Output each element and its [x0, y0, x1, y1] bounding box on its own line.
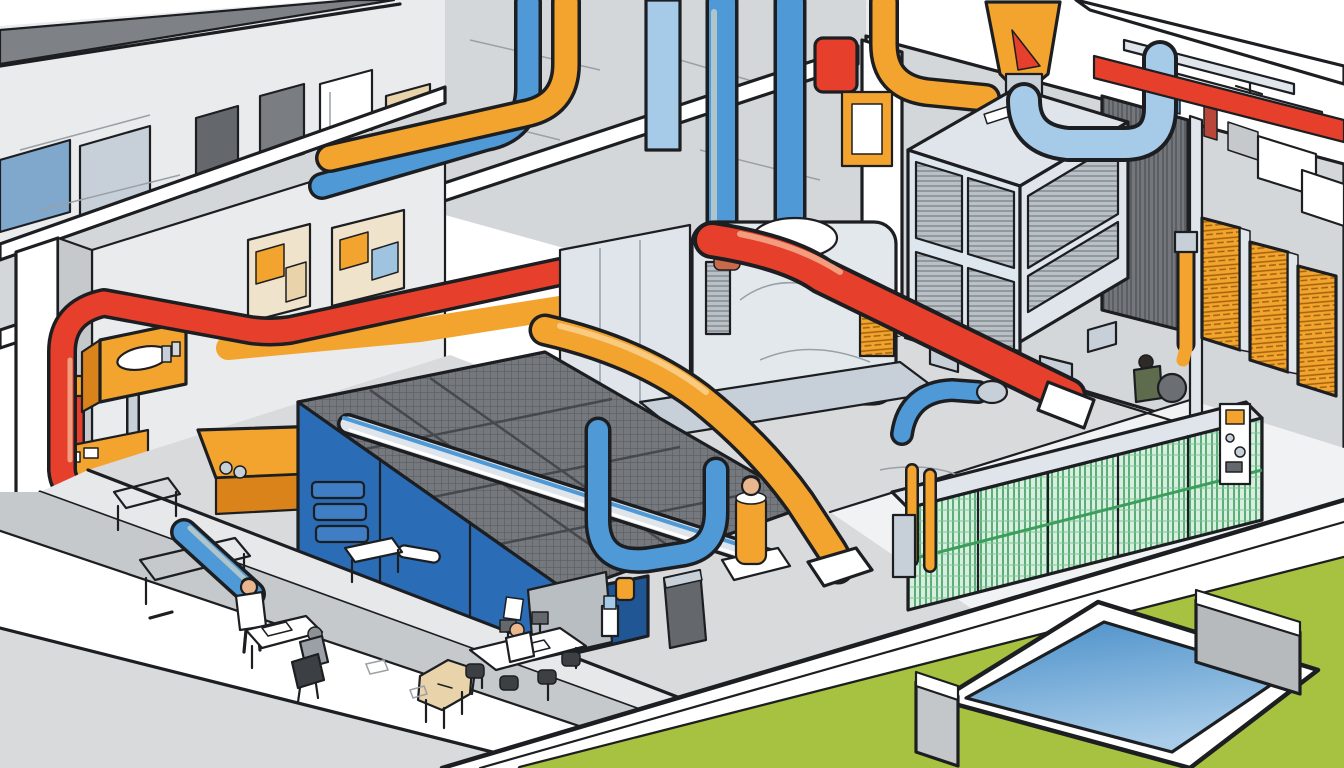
wall-top-gray-band: [0, 0, 396, 66]
pool-basin: [914, 588, 1321, 768]
hvac-grille: [914, 160, 964, 254]
ceiling-edge-band: [1074, 0, 1344, 86]
rack-worker: [1132, 354, 1188, 404]
machine-drawers: [310, 480, 370, 544]
orange-louver-panel: [1296, 264, 1338, 398]
hvac-grille: [1026, 220, 1120, 314]
orange-oval-machine: [80, 320, 188, 414]
overhead-pipes: [308, 0, 1001, 277]
orange-louver-panel: [1248, 240, 1290, 374]
tank: [1156, 372, 1188, 404]
red-tower: [813, 36, 859, 94]
orange-elbow-pipe: [318, 0, 578, 170]
orange-funnel-hopper: [984, 0, 1062, 102]
wire-table: [112, 476, 182, 532]
red-duct-endcap: [1036, 380, 1096, 430]
small-desk: [343, 536, 404, 564]
orange-louver-panel: [1200, 216, 1242, 352]
orange-louver-wall: [1092, 54, 1344, 436]
hivis-worker: [720, 475, 792, 582]
office-zone: [112, 476, 708, 730]
instrument-cabinet: [1218, 402, 1252, 486]
light-blue-s-duct: [1010, 44, 1174, 158]
red-crossing-duct: [697, 225, 1083, 411]
blue-elbow: [893, 381, 987, 443]
dark-storage-cabinet: [662, 568, 708, 650]
red-top-stripe: [1092, 54, 1344, 144]
orange-feeder-pipe: [872, 0, 998, 110]
office-chairs: [465, 651, 581, 702]
pipe-cylinder: [975, 379, 1009, 405]
water-cooler: [600, 604, 620, 638]
orange-chair: [614, 576, 636, 602]
pipe-foot: [806, 546, 874, 588]
orange-drop-pipe: [1176, 245, 1193, 367]
monitor: [531, 611, 549, 625]
wall-panel-red: [1203, 105, 1218, 141]
seated-person: [290, 626, 330, 704]
blue-u-loop: [588, 420, 726, 571]
hex-table: [416, 658, 474, 730]
hvac-grille: [966, 176, 1016, 270]
beam-upper: [0, 85, 447, 262]
conference-person: [504, 622, 536, 664]
green-rack-row: [890, 354, 1264, 612]
light-blue-duct: [644, 0, 682, 152]
outdoor-zone: [439, 497, 1344, 768]
wall-window: [1300, 168, 1344, 228]
